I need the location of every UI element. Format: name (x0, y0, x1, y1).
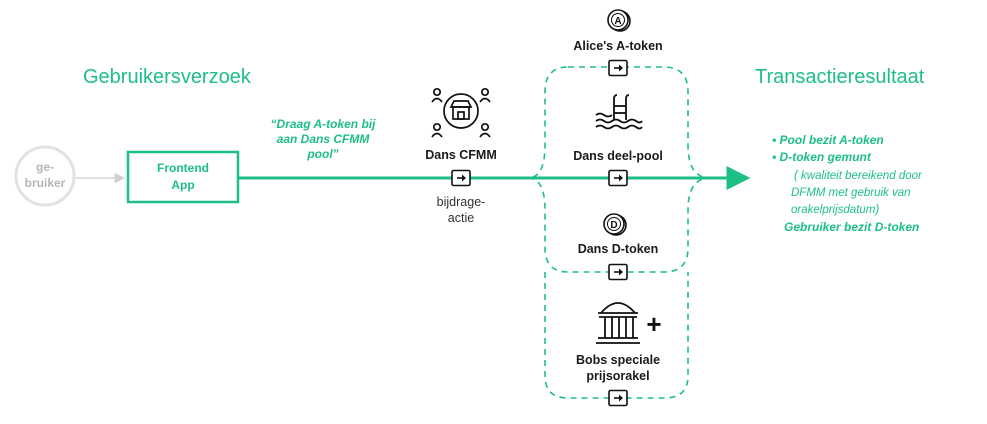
a-token-port-icon (608, 59, 628, 77)
user-label-line2: bruiker (25, 176, 66, 190)
coin-d-icon: D (603, 213, 627, 236)
cfmm-port-icon (451, 169, 471, 187)
d-token-label: Dans D-token (578, 242, 659, 256)
cfmm-action-line2: actie (448, 211, 474, 225)
frontend-label-line1: Frontend (157, 161, 209, 175)
a-token-label: Alice's A-token (573, 39, 662, 53)
d-token-port-icon (608, 263, 628, 281)
result-item-pool: • Pool bezit A-token (772, 133, 884, 147)
pool-port-icon (608, 169, 628, 187)
cfmm-name: Dans CFMM (425, 148, 497, 162)
result-detail-line2: DFMM met gebruik van (791, 187, 911, 199)
store-with-users-icon (431, 87, 491, 138)
result-item-user: Gebruiker bezit D-token (784, 220, 919, 234)
cfmm-action-line1: bijdrage- (437, 195, 486, 209)
request-quote-line3: pool” (306, 147, 338, 161)
result-detail-line3: orakelprijsdatum) (791, 204, 879, 216)
coin-a-icon: A (607, 9, 631, 32)
bank-building-icon (596, 302, 640, 344)
user-node: ge- bruiker (14, 145, 76, 207)
frontend-app-box: Frontend App (126, 150, 240, 204)
user-label-line1: ge- (36, 160, 54, 174)
oracle-port-icon (608, 389, 628, 407)
swimming-pool-icon (595, 94, 643, 130)
coin-a-glyph: A (614, 16, 621, 27)
request-quote-line1: “Draag A-token bij (271, 117, 377, 131)
request-quote: “Draag A-token bij aan Dans CFMM pool” (271, 117, 377, 161)
heading-user-request: Gebruikersverzoek (83, 66, 252, 88)
result-detail-line1: ( kwaliteit bereikend door (794, 170, 923, 182)
result-item-minted: • D-token gemunt (772, 150, 872, 164)
oracle-plus-sign: + (646, 309, 661, 339)
heading-transaction-result: Transactieresultaat (755, 66, 925, 88)
pool-label: Dans deel-pool (573, 149, 663, 163)
oracle-label-line2: prijsorakel (586, 369, 649, 383)
oracle-label-line1: Bobs speciale (576, 353, 660, 367)
frontend-label-line2: App (171, 178, 194, 192)
coin-d-glyph: D (610, 220, 617, 231)
request-quote-line2: aan Dans CFMM (277, 132, 371, 146)
result-list: • Pool bezit A-token • D-token gemunt ( … (772, 133, 923, 234)
